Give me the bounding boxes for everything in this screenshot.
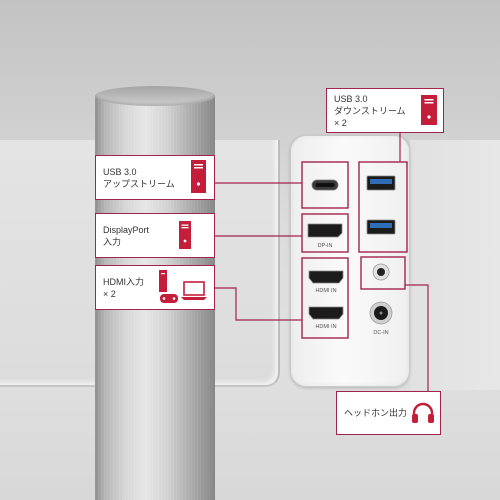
callout-usb-upstream-line-1: USB 3.0 — [103, 166, 137, 177]
headphone-outline — [360, 256, 406, 290]
callout-hdmi-line-2: × 2 — [103, 288, 116, 299]
callout-usb-downstream: USB 3.0 ダウンストリーム × 2 — [326, 88, 444, 133]
displayport-port — [307, 223, 343, 238]
callout-headphone: ヘッドホン出力 — [336, 391, 441, 435]
headphones-icon — [412, 402, 434, 423]
hdmi-port-2 — [308, 306, 344, 320]
usb-upstream-outline — [301, 161, 349, 209]
callout-usb-upstream-line-2: アップストリーム — [103, 178, 175, 189]
dp-port-label: DP-IN — [318, 243, 333, 249]
hdmi-port-1 — [308, 270, 344, 284]
headphone-leader — [405, 284, 429, 391]
usb-downstream-outline — [358, 161, 408, 253]
hdmi-outline — [301, 257, 349, 339]
game-console-icon — [159, 270, 178, 303]
callout-usb-downstream-line-2: ダウンストリーム — [334, 105, 406, 116]
usb-a-port-2 — [366, 219, 396, 235]
usb-c-port — [311, 179, 339, 191]
headphone-jack — [372, 263, 390, 281]
hdmi-port-1-label: HDMI IN — [315, 288, 336, 294]
callout-displayport: DisplayPort 入力 — [95, 213, 215, 258]
usb-a-port-1 — [366, 175, 396, 191]
pc-tower-icon — [191, 160, 206, 193]
callout-hdmi: HDMI入力 × 2 — [95, 265, 215, 310]
pc-tower-icon — [179, 221, 191, 249]
callout-displayport-line-1: DisplayPort — [103, 224, 150, 235]
monitor-stand-top — [95, 86, 215, 106]
hdmi-leader — [215, 287, 302, 321]
callout-usb-downstream-line-3: × 2 — [334, 117, 347, 128]
callout-hdmi-line-1: HDMI入力 — [103, 276, 144, 287]
callout-displayport-line-2: 入力 — [103, 236, 122, 247]
dc-in-jack — [369, 301, 393, 325]
displayport-outline — [301, 213, 349, 253]
laptop-icon — [181, 281, 207, 300]
hdmi-port-2-label: HDMI IN — [315, 324, 336, 330]
usb-device-icon — [421, 95, 437, 125]
callout-headphone-line-1: ヘッドホン出力 — [344, 408, 408, 418]
callout-usb-downstream-line-1: USB 3.0 — [334, 93, 368, 104]
monitor-back-right — [410, 140, 500, 390]
dc-in-label: DC-IN — [373, 330, 388, 336]
callout-usb-upstream: USB 3.0 アップストリーム — [95, 155, 215, 200]
